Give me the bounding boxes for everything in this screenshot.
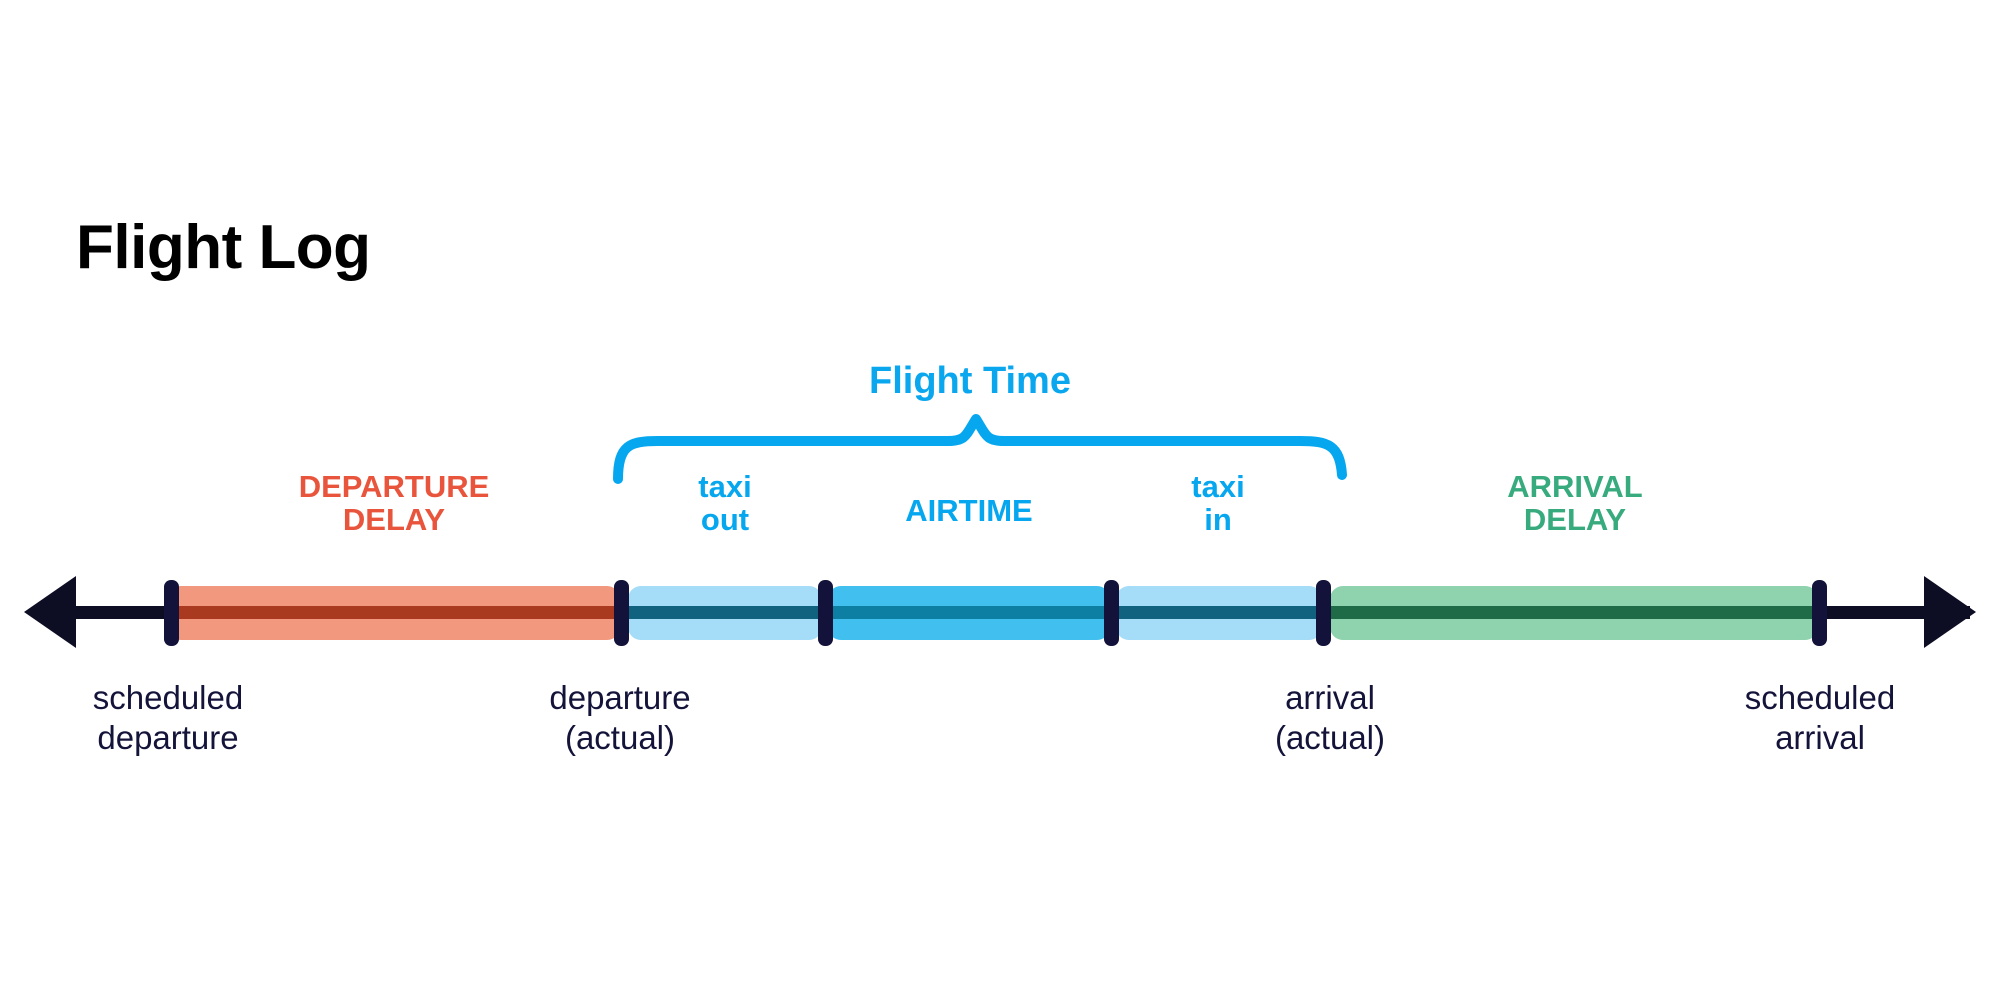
tick-landing	[1104, 580, 1119, 646]
arrow-left-icon	[24, 576, 76, 648]
tick-scheduled-arrival	[1812, 580, 1827, 646]
arrow-right-icon	[1924, 576, 1976, 648]
segment-label-arrival-delay: ARRIVAL DELAY	[1507, 469, 1643, 538]
milestone-scheduled-arrival: scheduled arrival	[1744, 679, 1896, 757]
segment-label-departure-delay: DEPARTURE DELAY	[298, 469, 490, 538]
segment-core-taxi-out	[628, 606, 822, 619]
tick-takeoff	[818, 580, 833, 646]
tick-departure-actual	[614, 580, 629, 646]
flight-time-label: Flight Time	[869, 360, 1071, 402]
page-title: Flight Log	[76, 213, 371, 282]
segment-label-taxi-out: taxi out	[698, 469, 752, 538]
segment-core-airtime	[828, 606, 1110, 619]
segment-core-departure-delay	[168, 606, 620, 619]
milestone-arrival-actual: arrival (actual)	[1274, 679, 1386, 757]
tick-arrival-actual	[1316, 580, 1331, 646]
flight-time-brace-icon	[613, 414, 1347, 484]
segment-label-airtime: AIRTIME	[905, 493, 1033, 528]
segment-core-arrival-delay	[1330, 606, 1818, 619]
segment-label-taxi-in: taxi in	[1191, 469, 1245, 538]
milestone-departure-actual: departure (actual)	[549, 679, 691, 757]
tick-scheduled-departure	[164, 580, 179, 646]
milestone-scheduled-departure: scheduled departure	[92, 679, 244, 757]
segment-core-taxi-in	[1116, 606, 1322, 619]
